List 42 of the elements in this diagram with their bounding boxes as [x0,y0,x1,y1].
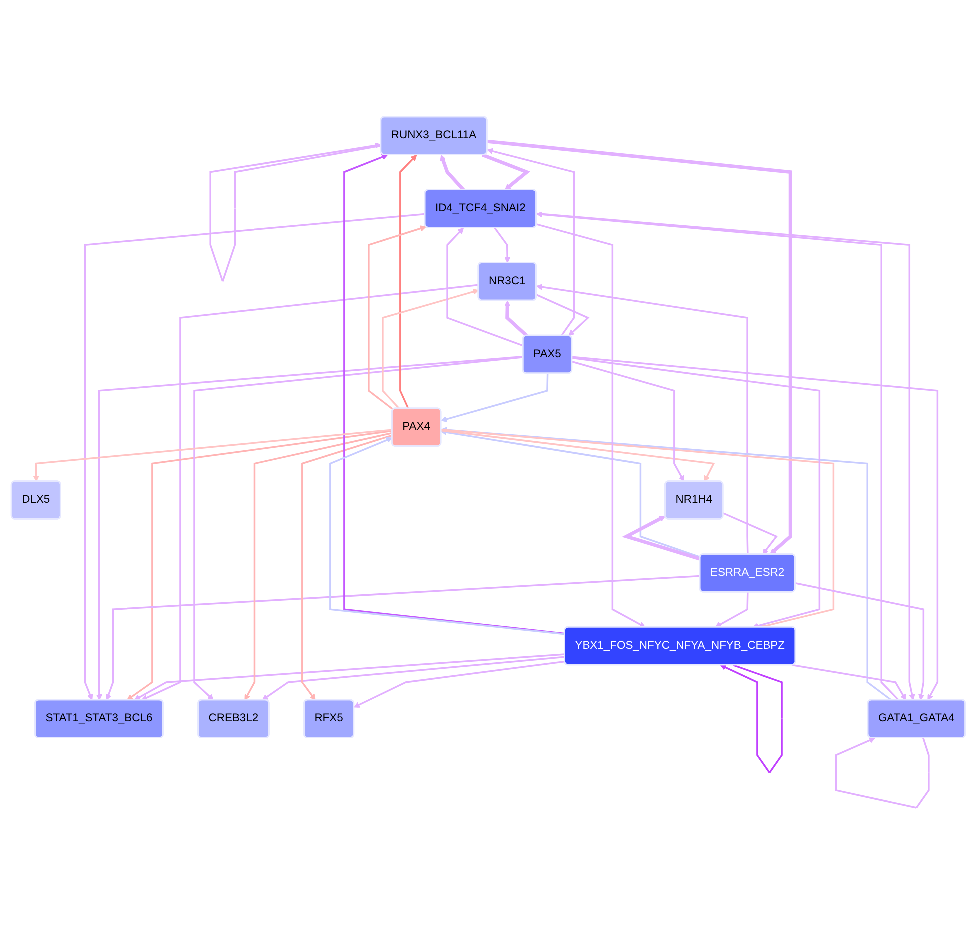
arrow [482,153,530,190]
arrow [126,430,393,701]
arrow [504,300,528,338]
arrow [572,356,939,701]
arrow [440,154,466,192]
arrow [446,228,524,347]
arrow [441,430,716,482]
arrow [106,575,700,701]
arrow [330,437,566,636]
arrow [622,516,701,561]
arrow [720,664,783,774]
arrow [441,430,701,558]
arrow [84,213,426,701]
arrow [795,582,925,701]
arrow [792,664,906,701]
arrow [142,284,479,701]
arrow [715,592,749,628]
arrow [344,154,566,635]
arrow [262,656,566,701]
arrow [494,227,511,264]
arrow [134,654,566,701]
arrow [487,148,576,336]
arrow [244,432,393,701]
arrow [835,738,930,809]
arrow [194,356,524,701]
arrow [441,374,549,422]
arrow [723,512,778,555]
arrow [536,224,646,628]
arrow [302,434,393,701]
arrow [96,356,524,701]
arrow [536,294,590,336]
arrow [400,154,418,410]
arrow [33,429,393,482]
arrow [354,660,566,708]
arrow [536,284,749,555]
arrow [572,357,821,629]
arrow [441,427,892,702]
arrow [368,226,427,411]
arrow [382,289,480,410]
arrow [487,140,792,555]
arrow [210,142,382,282]
arrow [572,361,685,482]
